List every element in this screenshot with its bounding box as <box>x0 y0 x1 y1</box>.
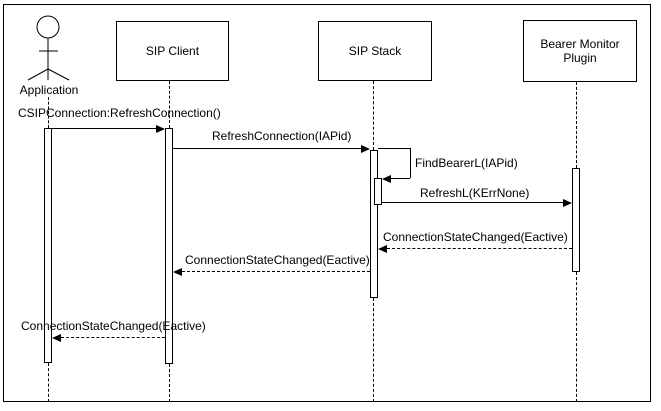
lifeline-bearer-lower <box>576 272 577 402</box>
message-7-label: ConnectionStateChanged(Eactive) <box>21 319 206 333</box>
message-1-label: CSIPConnection:RefreshConnection() <box>18 106 221 120</box>
lifeline-bearer-upper <box>576 82 577 168</box>
participant-label-application: Application <box>19 83 79 97</box>
activation-bar-sip-stack-nested <box>374 178 382 205</box>
message-5-label: ConnectionStateChanged(Eactive) <box>383 230 568 244</box>
message-2-line <box>173 148 361 149</box>
participant-box-bearer-monitor-plugin: Bearer Monitor Plugin <box>523 20 637 82</box>
lifeline-sip-client-upper <box>169 81 170 128</box>
activation-bar-application <box>44 128 52 363</box>
lifeline-sip-stack-lower <box>373 298 374 402</box>
message-5-line <box>387 248 572 249</box>
message-2-label: RefreshConnection(IAPid) <box>212 129 352 143</box>
activation-bar-sip-client <box>165 128 173 364</box>
participant-label-sip-client: SIP Client <box>145 44 200 58</box>
message-3-line-bottom <box>391 178 410 179</box>
message-7-arrowhead-icon <box>52 334 61 342</box>
message-2-arrowhead-icon <box>361 145 370 153</box>
lifeline-application-upper <box>48 97 49 128</box>
message-6-arrowhead-icon <box>173 268 182 276</box>
message-3-arrowhead-icon <box>382 175 391 183</box>
message-6-label: ConnectionStateChanged(Eactive) <box>185 253 370 267</box>
message-1-arrowhead-icon <box>156 125 165 133</box>
message-5-arrowhead-icon <box>378 245 387 253</box>
message-7-line <box>61 337 165 338</box>
message-3-line-top <box>378 148 410 149</box>
message-6-line <box>182 271 370 272</box>
diagram-frame <box>3 4 651 402</box>
participant-box-sip-client: SIP Client <box>116 21 229 81</box>
lifeline-sip-stack-upper <box>373 81 374 150</box>
message-4-line <box>382 202 563 203</box>
message-3-line-right <box>410 148 411 178</box>
message-4-arrowhead-icon <box>563 199 572 207</box>
message-1-line <box>52 128 156 129</box>
activation-bar-bearer <box>572 168 580 272</box>
participant-label-bearer-monitor-plugin: Bearer Monitor Plugin <box>540 37 620 65</box>
message-3-label: FindBearerL(IAPid) <box>415 156 518 170</box>
activation-bar-sip-stack <box>370 150 378 298</box>
message-4-label: RefreshL(KErrNone) <box>420 186 530 200</box>
participant-label-sip-stack: SIP Stack <box>348 44 402 58</box>
participant-box-sip-stack: SIP Stack <box>318 21 432 81</box>
actor-stick-figure-icon <box>27 15 70 81</box>
lifeline-sip-client-lower <box>169 364 170 402</box>
lifeline-application-lower <box>48 363 49 402</box>
